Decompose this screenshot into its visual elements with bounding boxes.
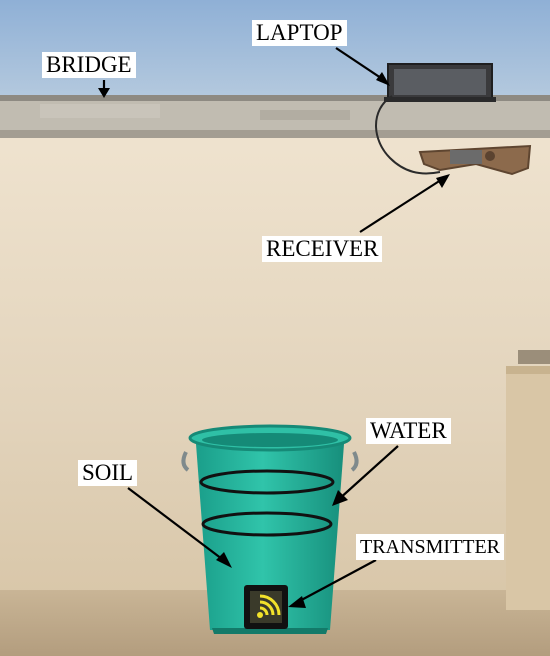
label-receiver: RECEIVER [262,236,383,262]
label-laptop: LAPTOP [252,20,347,46]
arrow-soil [127,487,227,563]
arrow-receiver [359,177,445,233]
wifi-icon [257,594,281,618]
label-soil: SOIL [78,460,138,486]
water-ring-upper [199,469,335,495]
arrow-water [337,445,399,501]
transmitter-box [244,585,288,629]
water-ring-lower [201,511,333,537]
label-transmitter: TRANSMITTER [356,534,504,560]
receiver-device [418,144,532,176]
laptop [384,63,496,102]
side-column [506,350,550,610]
label-water: WATER [366,418,451,444]
arrow-laptop [335,47,385,81]
cable [375,95,441,175]
arrow-transmitter [293,559,377,605]
label-bridge: BRIDGE [42,52,136,78]
